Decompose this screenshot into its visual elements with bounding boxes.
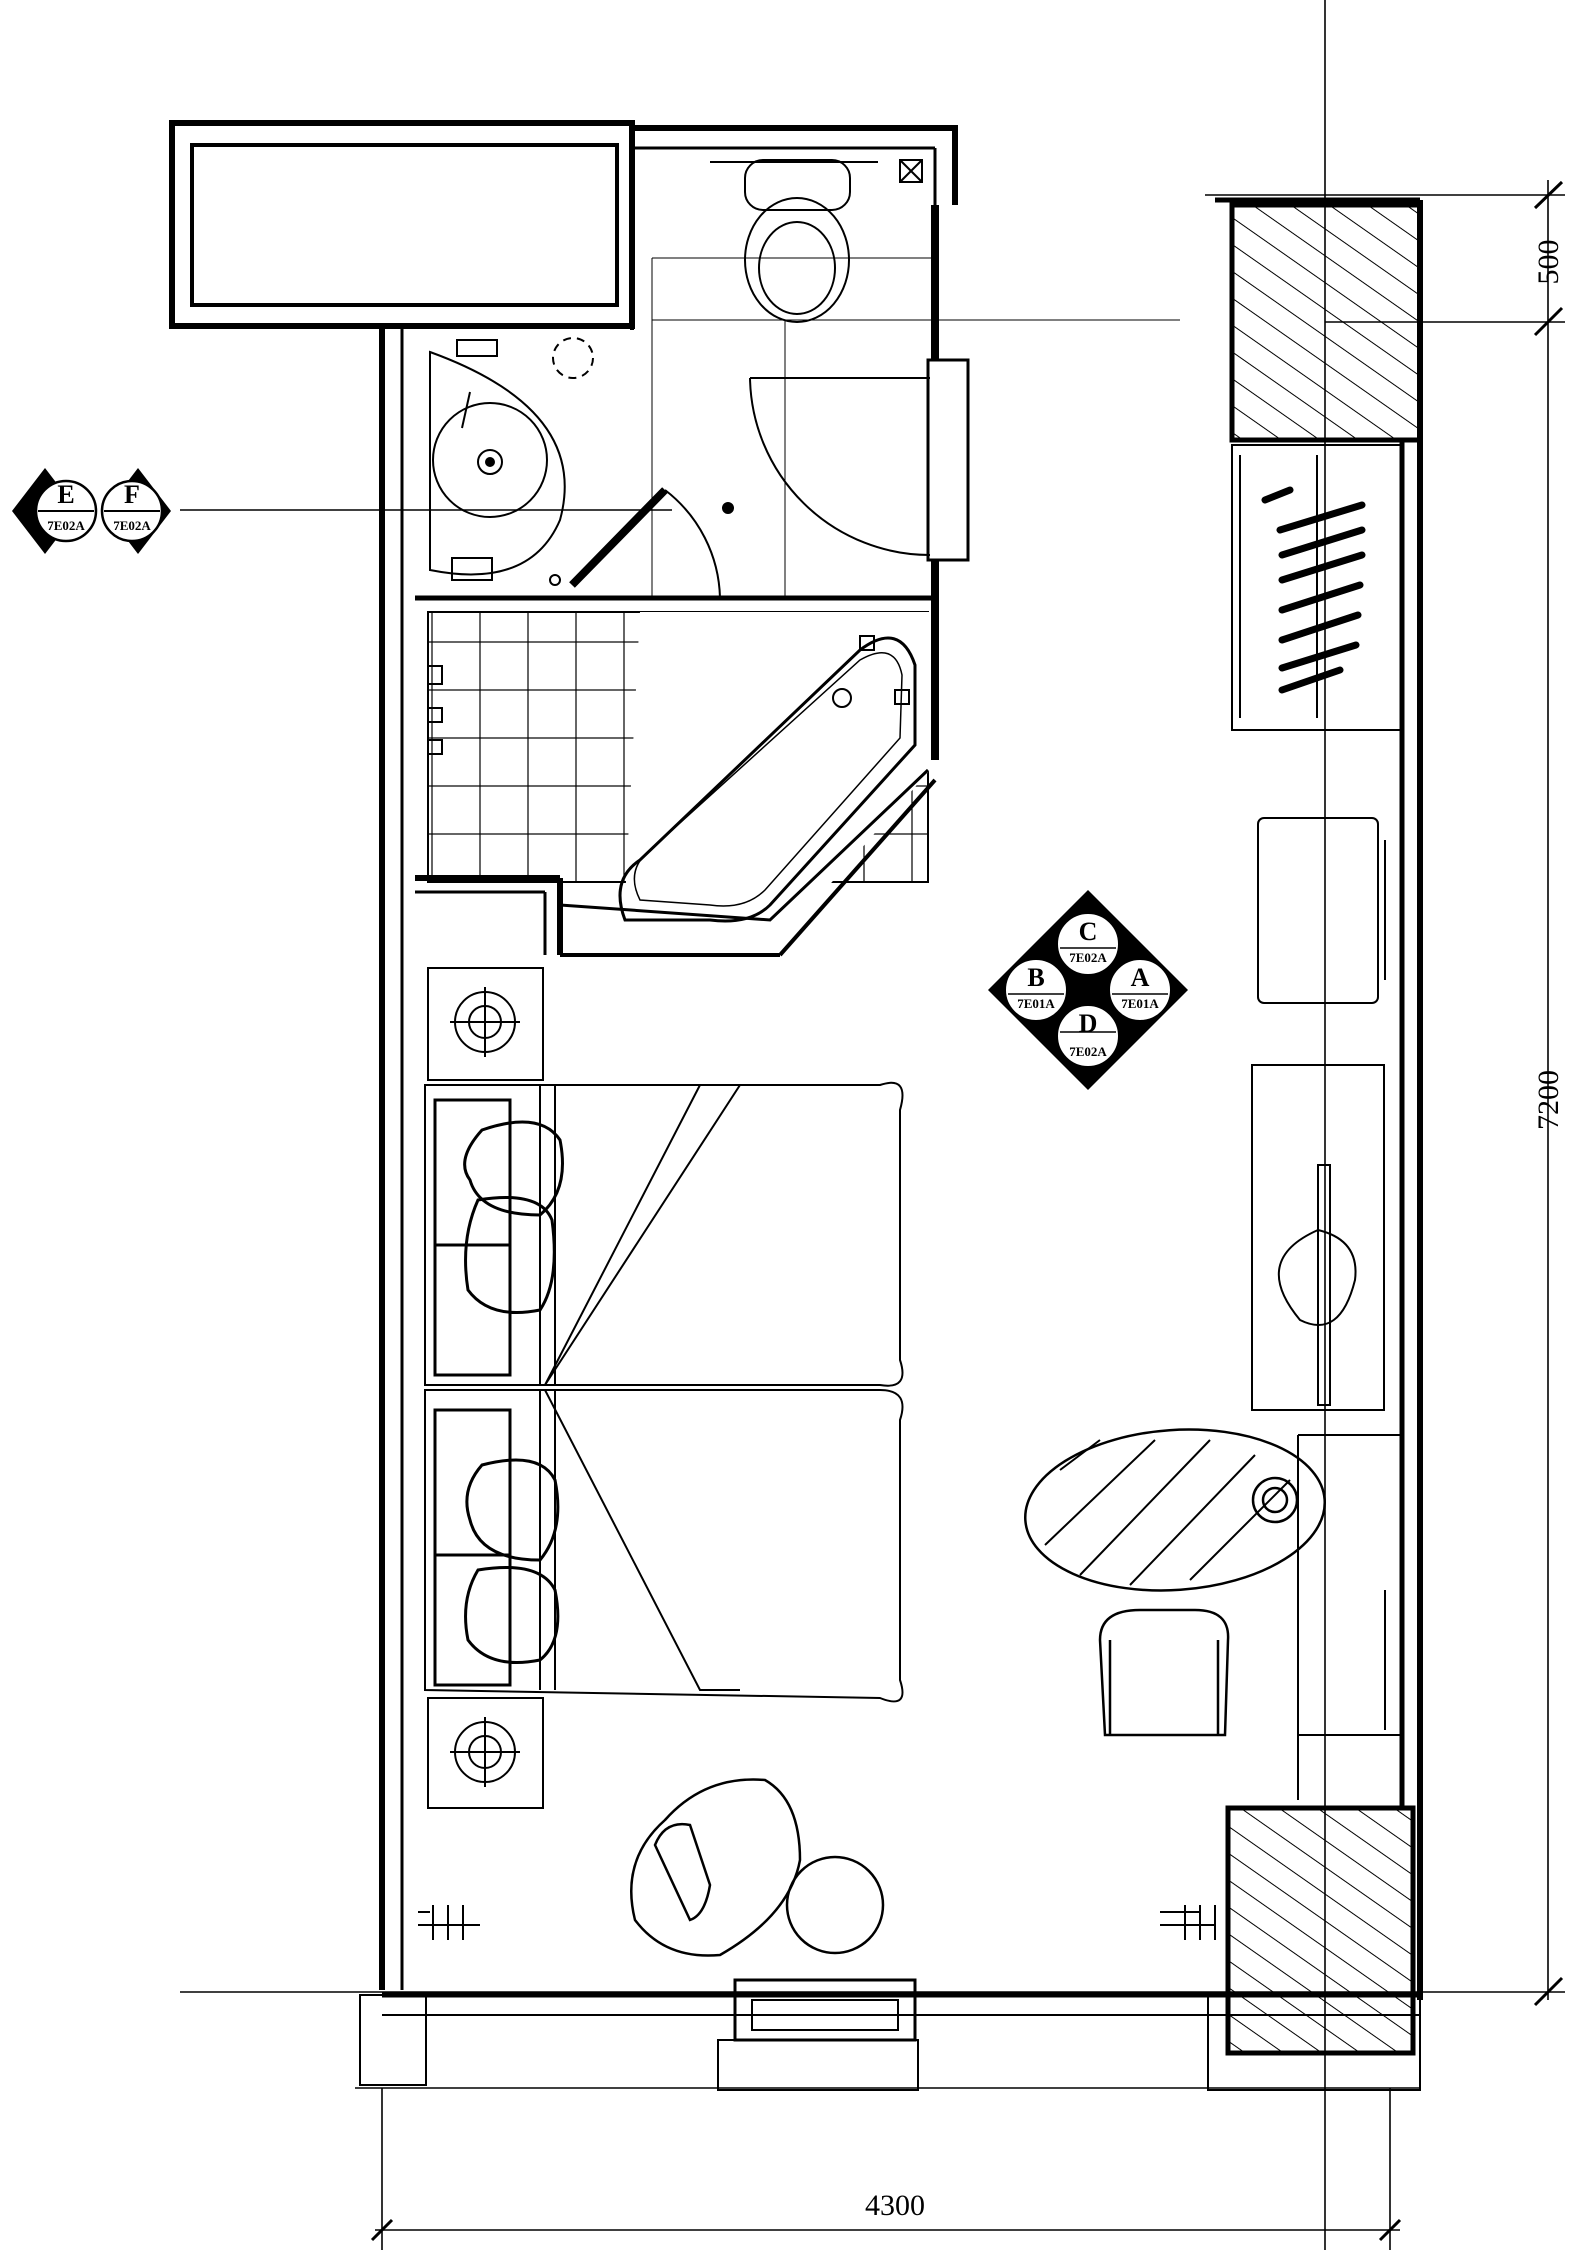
column-top-right bbox=[1229, 202, 1423, 443]
elevation-d-ref: 7E02A bbox=[1069, 1044, 1107, 1059]
desk-chair bbox=[1098, 1608, 1230, 1737]
section-e-ref: 7E02A bbox=[47, 518, 85, 533]
section-f-ref: 7E02A bbox=[113, 518, 151, 533]
sink bbox=[429, 337, 594, 586]
dimension-top-right: 500 bbox=[1532, 240, 1565, 285]
bathtub-area bbox=[427, 611, 930, 930]
nightstand-top bbox=[427, 967, 544, 1081]
nightstand-bottom bbox=[427, 1697, 544, 1809]
wardrobe bbox=[1231, 444, 1403, 731]
column-bottom-right bbox=[1225, 1805, 1416, 2056]
section-f-letter: F bbox=[124, 480, 140, 509]
elevation-d-letter: D bbox=[1079, 1009, 1098, 1038]
elevation-marker: C 7E02A B 7E01A A 7E01A D 7E02A bbox=[988, 890, 1188, 1090]
section-e-letter: E bbox=[57, 480, 74, 509]
elevation-b-ref: 7E01A bbox=[1017, 996, 1055, 1011]
elevation-b-letter: B bbox=[1027, 963, 1044, 992]
bed-top bbox=[424, 1081, 904, 1387]
desk bbox=[1297, 1434, 1400, 1800]
elevation-a-ref: 7E01A bbox=[1121, 996, 1159, 1011]
bed-bottom bbox=[424, 1389, 904, 1703]
bathroom bbox=[429, 159, 1180, 599]
elevation-c-letter: C bbox=[1079, 917, 1098, 946]
radiators bbox=[418, 1905, 1216, 1940]
dimension-right: 7200 bbox=[1532, 1070, 1565, 1130]
armchair bbox=[630, 1778, 885, 1957]
section-marker-ef: E 7E02A F 7E02A bbox=[12, 468, 171, 554]
dimension-bottom: 4300 bbox=[865, 2189, 925, 2222]
tv-cabinet bbox=[1251, 1064, 1385, 1411]
luggage-rack bbox=[1257, 817, 1386, 1004]
coffee-table bbox=[1024, 1428, 1326, 1592]
toilet bbox=[710, 159, 923, 323]
elevation-c-ref: 7E02A bbox=[1069, 950, 1107, 965]
elevation-a-letter: A bbox=[1131, 963, 1150, 992]
